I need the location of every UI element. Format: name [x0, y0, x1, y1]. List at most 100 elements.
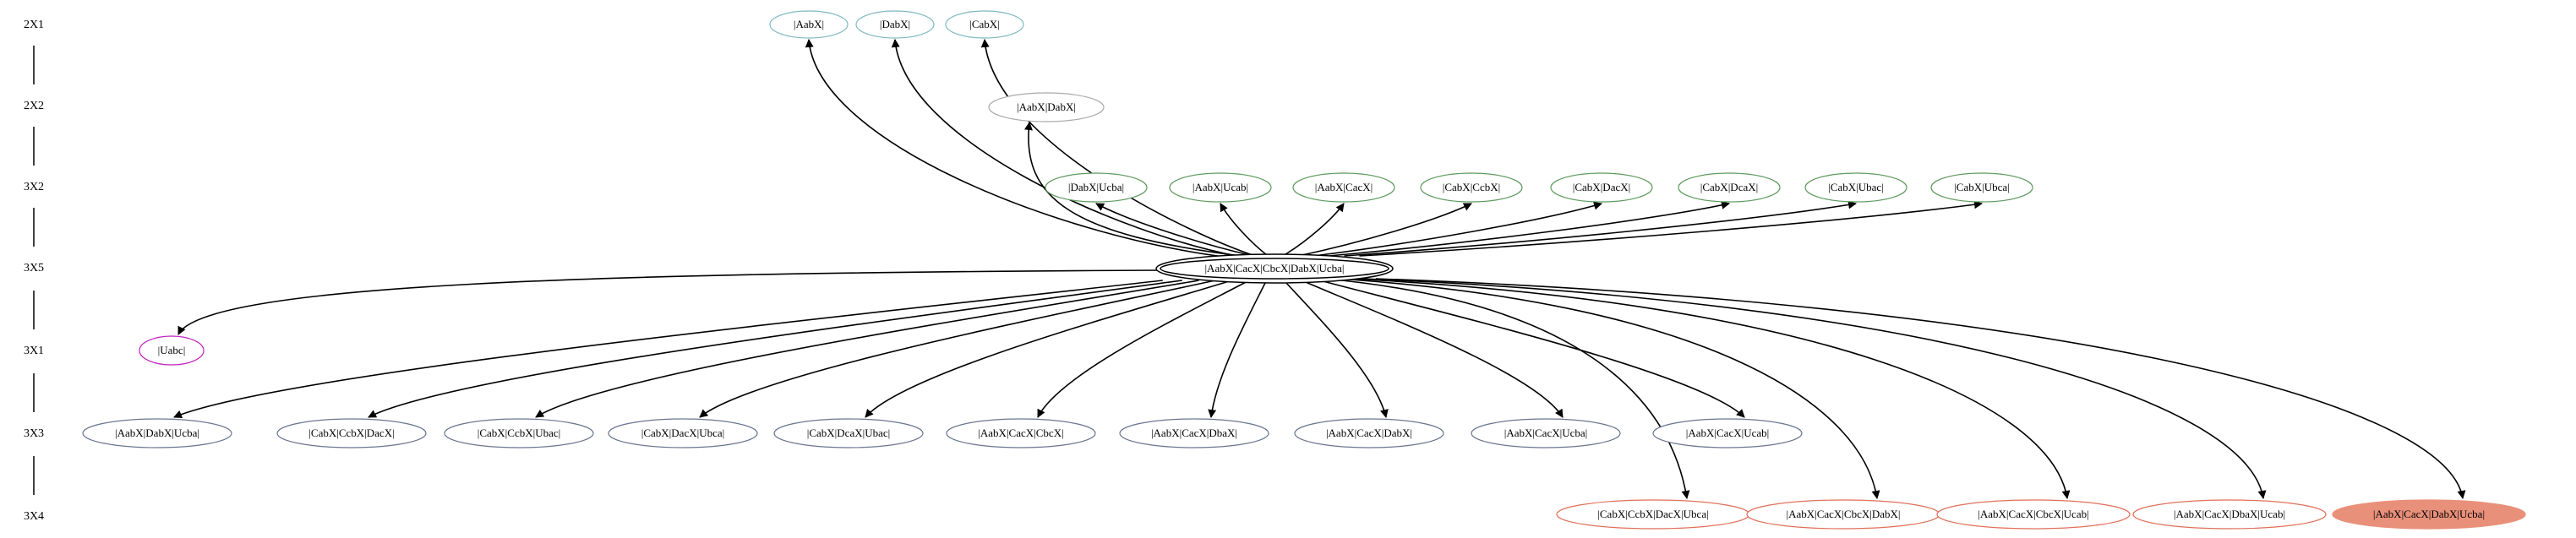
node-shape — [946, 418, 1096, 448]
node-label: |CabX|CcbX| — [1443, 181, 1500, 193]
state-node[interactable]: |CabX|CcbX|Ubac| — [444, 418, 594, 448]
state-node[interactable]: |CabX|CcbX|DacX|Ubca| — [1556, 499, 1750, 530]
state-node[interactable]: |AabX|DabX|Ucba| — [82, 418, 232, 448]
node-shape — [444, 418, 594, 448]
edge — [177, 269, 1165, 335]
node-label: |AabX|CacX|Ucab| — [1686, 427, 1769, 439]
node-shape — [769, 10, 849, 39]
node-shape — [1550, 172, 1653, 203]
edge — [1337, 278, 1880, 499]
edge — [1024, 122, 1242, 257]
node-shape — [1652, 418, 1803, 448]
state-node[interactable]: |AabX|CacX|DbaX|Ucab| — [2132, 499, 2327, 530]
state-node[interactable]: |AabX|CacX|DabX|Ucba| — [2332, 499, 2526, 530]
node-shape — [2132, 499, 2327, 530]
edge — [1095, 203, 1253, 257]
state-node[interactable]: |AabX|CacX|CbcX|Ucab| — [1936, 499, 2131, 530]
node-shape — [276, 418, 427, 448]
node-label: |AabX|CacX|CbcX| — [978, 427, 1063, 439]
node-label: |CabX|DacX| — [1573, 181, 1630, 193]
state-node[interactable]: |DabX| — [855, 10, 935, 39]
nodes: |AabX|CacX|CbcX|DabX|Ucba| |AabX||DabX| |C… — [82, 10, 2526, 530]
node-label: |AabX|CacX|DbaX|Ucab| — [2174, 508, 2285, 520]
node-label: |AabX|CacX|CbcX|DabX| — [1786, 508, 1900, 520]
node-shape — [1119, 418, 1269, 448]
node-shape — [1292, 172, 1395, 203]
edge — [1375, 278, 2466, 499]
state-node[interactable]: |AabX|Ucab| — [1169, 172, 1272, 203]
node-shape — [855, 10, 935, 39]
edge — [699, 280, 1216, 418]
state-node[interactable]: |DabX|Ucba| — [1045, 172, 1148, 203]
edge — [1037, 280, 1250, 418]
rank-label: 3X3 — [24, 427, 44, 440]
rank-label: 3X4 — [24, 510, 44, 523]
node-shape — [1678, 172, 1781, 203]
center-node[interactable]: |AabX|CacX|CbcX|DabX|Ucba| — [1155, 253, 1394, 284]
edge — [1208, 280, 1268, 418]
node-shape — [1471, 418, 1621, 448]
node-label: |CabX|DacX|Ubca| — [641, 427, 724, 439]
edge — [891, 39, 1242, 258]
state-node[interactable]: |AabX|CacX|CbcX|DabX| — [1746, 499, 1940, 530]
edge — [1344, 200, 1857, 257]
state-node[interactable]: |CabX|DcaX| — [1678, 172, 1781, 203]
node-shape — [1804, 172, 1907, 203]
edge — [173, 280, 1163, 419]
state-node[interactable]: |CabX|DcaX|Ubac| — [773, 418, 924, 448]
node-label: |CabX|CcbX|DacX| — [308, 427, 394, 439]
state-node[interactable]: |AabX|CacX|Ucab| — [1652, 418, 1803, 448]
rank-label: 3X5 — [24, 262, 44, 274]
state-node[interactable]: |AabX|CacX|Ucba| — [1471, 418, 1621, 448]
edge — [1282, 203, 1345, 257]
state-node[interactable]: |AabX|CacX| — [1292, 172, 1395, 203]
node-label: |Uabc| — [158, 344, 186, 356]
node-label: |AabX|DabX|Ucba| — [115, 427, 199, 439]
node-label: |CabX|CcbX|Ubac| — [478, 427, 561, 439]
state-node[interactable]: |AabX|DabX| — [988, 92, 1105, 122]
state-node[interactable]: |CabX|CcbX|DacX| — [276, 418, 427, 448]
node-label: |AabX|CacX|DbaX| — [1151, 427, 1237, 439]
edge — [1324, 278, 1690, 499]
node-shape — [1420, 172, 1523, 203]
node-label: |AabX|CacX|DabX| — [1326, 427, 1412, 439]
node-shape — [82, 418, 232, 448]
state-node[interactable]: |CabX|DacX|Ubca| — [608, 418, 758, 448]
node-label: |AabX|DabX| — [1017, 101, 1076, 113]
node-shape — [945, 10, 1024, 39]
rank-legend: 2X1 2X2 3X2 3X5 3X1 3X3 3X4 — [24, 19, 44, 523]
state-node[interactable]: |AabX|CacX|DabX| — [1294, 418, 1444, 448]
node-label: |DabX|Ucba| — [1068, 181, 1124, 193]
edge — [805, 39, 1225, 258]
edge — [1319, 280, 1745, 418]
node-shape — [1045, 172, 1148, 203]
node-shape — [988, 92, 1105, 122]
node-label: |AabX|CacX|Ucba| — [1504, 427, 1587, 439]
node-shape — [139, 335, 205, 366]
edge — [865, 280, 1232, 418]
edge — [535, 280, 1199, 418]
node-label: |CabX|Ubac| — [1828, 181, 1884, 193]
state-node[interactable]: |AabX| — [769, 10, 849, 39]
state-node[interactable]: |AabX|CacX|DbaX| — [1119, 418, 1269, 448]
state-node[interactable]: |CabX| — [945, 10, 1024, 39]
node-label: |CabX|CcbX|DacX|Ubca| — [1597, 508, 1708, 520]
edges — [173, 39, 2466, 499]
node-label: |CabX|DcaX| — [1700, 181, 1758, 193]
node-label: |AabX|CacX|CbcX|Ucab| — [1978, 508, 2088, 520]
node-label: |AabX|CacX| — [1315, 181, 1373, 193]
state-node[interactable]: |AabX|CacX|CbcX| — [946, 418, 1096, 448]
node-label: |AabX|CacX|CbcX|DabX|Ucba| — [1204, 262, 1344, 274]
rank-label: 3X1 — [24, 345, 44, 357]
node-shape — [773, 418, 924, 448]
node-shape — [1294, 418, 1444, 448]
edge — [1301, 280, 1564, 418]
state-node[interactable]: |CabX|CcbX| — [1420, 172, 1523, 203]
state-node[interactable]: |CabX|Ubac| — [1804, 172, 1907, 203]
edge — [1297, 203, 1472, 257]
node-label: |CabX| — [969, 18, 1000, 30]
state-node[interactable]: |CabX|DacX| — [1550, 172, 1653, 203]
state-node[interactable]: |CabX|Ubca| — [1930, 172, 2033, 203]
state-node[interactable]: |Uabc| — [139, 335, 205, 366]
edge — [1362, 278, 2267, 499]
